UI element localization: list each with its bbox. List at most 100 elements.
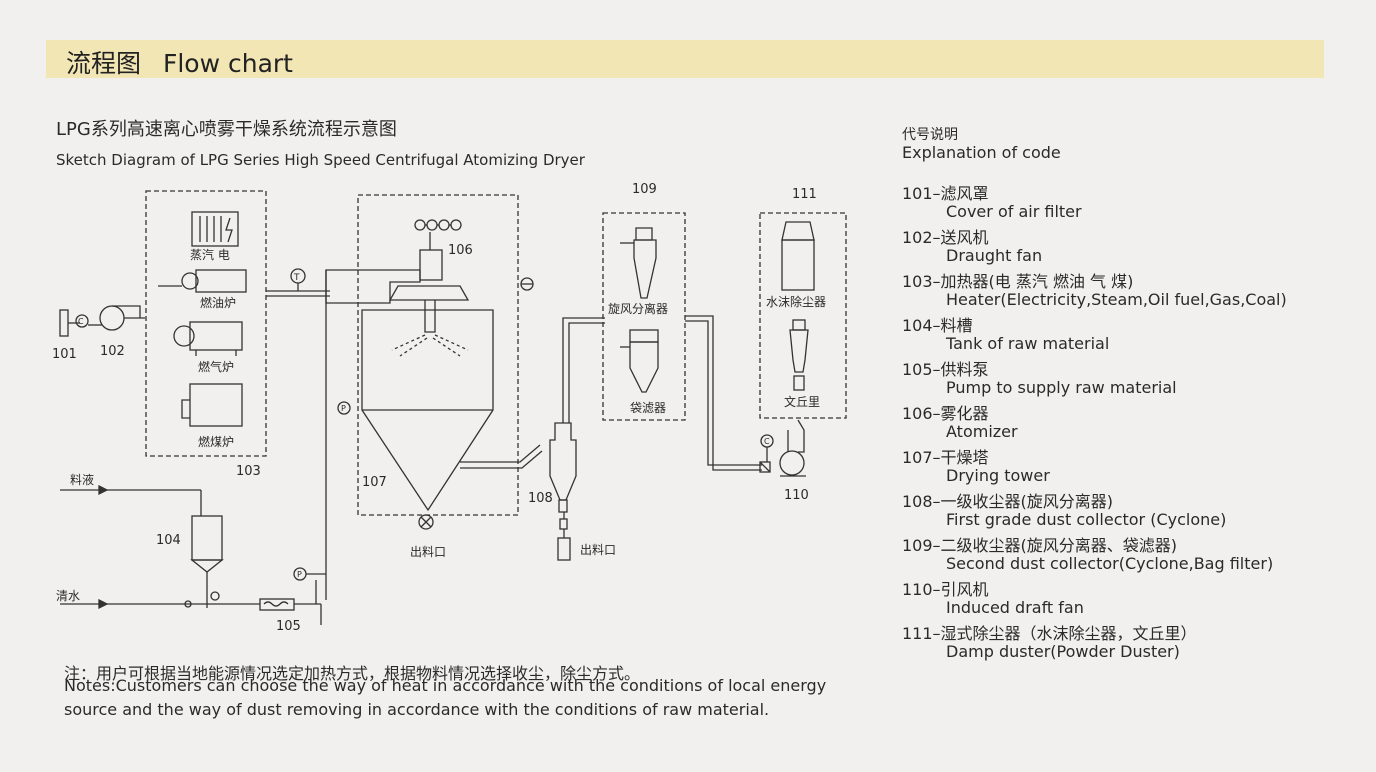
atomizer-box-106 xyxy=(357,194,519,516)
electric-heater-icon xyxy=(191,211,239,247)
cyclone-108 xyxy=(549,317,605,561)
legend-item-en: Drying tower xyxy=(946,466,1050,485)
code-102: 102 xyxy=(100,344,125,359)
code-106: 106 xyxy=(448,243,473,258)
legend-item-cn: 108–一级收尘器(旋风分离器) xyxy=(902,492,1114,511)
outlet-label-2: 出料口 xyxy=(580,543,616,557)
gas-furnace-icon xyxy=(173,321,243,356)
tower-to-cyclone-pipe xyxy=(460,444,541,463)
legend-item-en: Induced draft fan xyxy=(946,598,1084,617)
bag-filter-icon xyxy=(620,329,659,393)
water-film-label: 水沫除尘器 xyxy=(766,294,826,309)
induced-fan-110: C xyxy=(759,419,806,477)
diagram-title-cn: LPG系列高速离心喷雾干燥系统流程示意图 xyxy=(56,119,397,140)
legend-title-en: Explanation of code xyxy=(902,143,1061,162)
code-109: 109 xyxy=(632,182,657,197)
legend-item: 108–一级收尘器(旋风分离器)First grade dust collect… xyxy=(902,488,1342,532)
venturi-label: 文丘里 xyxy=(784,394,820,409)
wet-duster-box-111 xyxy=(759,212,847,419)
diagram-title-en: Sketch Diagram of LPG Series High Speed … xyxy=(56,151,585,169)
venturi-icon xyxy=(789,319,809,391)
legend-item-en: Cover of air filter xyxy=(946,202,1082,221)
spray-pattern xyxy=(391,334,469,357)
feed-liquid-label: 料液 xyxy=(70,472,94,487)
legend-item: 109–二级收尘器(旋风分离器、袋滤器)Second dust collecto… xyxy=(902,532,1342,576)
header-band xyxy=(46,40,1324,78)
legend-item-cn: 104–料槽 xyxy=(902,316,973,335)
outlet-label-1: 出料口 xyxy=(410,545,446,559)
legend-item-cn: 101–滤风罩 xyxy=(902,184,989,203)
code-105: 105 xyxy=(276,619,301,634)
legend-item-cn: 107–干燥塔 xyxy=(902,448,989,467)
steam-elec-label: 蒸汽 电 xyxy=(190,247,230,262)
legend-item-cn: 102–送风机 xyxy=(902,228,989,247)
oil-furnace-icon xyxy=(158,269,247,293)
legend-title-cn: 代号说明 xyxy=(902,127,958,143)
cyclone-separator-icon xyxy=(620,227,657,299)
code-108: 108 xyxy=(528,491,553,506)
hot-air-pipe: T xyxy=(266,268,421,600)
legend-item-cn: 105–供料泵 xyxy=(902,360,989,379)
legend-item-cn: 109–二级收尘器(旋风分离器、袋滤器) xyxy=(902,536,1178,555)
svg-text:T: T xyxy=(293,273,300,283)
svg-text:P: P xyxy=(341,404,346,413)
oil-furnace-label: 燃油炉 xyxy=(200,295,236,310)
gas-furnace-label: 燃气炉 xyxy=(198,359,234,374)
duct-to-fan xyxy=(685,315,762,471)
legend-item-en: Heater(Electricity,Steam,Oil fuel,Gas,Co… xyxy=(946,290,1287,309)
page-title: 流程图 Flow chart xyxy=(66,44,293,80)
legend-item-en: Tank of raw material xyxy=(946,334,1110,353)
legend-item-en: Draught fan xyxy=(946,246,1043,265)
clear-water-label: 清水 xyxy=(56,589,80,603)
svg-text:P: P xyxy=(297,570,302,579)
legend-item-cn: 103–加热器(电 蒸汽 燃油 气 煤) xyxy=(902,272,1134,291)
svg-text:C: C xyxy=(764,437,770,446)
legend-item-cn: 106–雾化器 xyxy=(902,404,989,423)
legend-item-en: Pump to supply raw material xyxy=(946,378,1177,397)
second-collector-box-109 xyxy=(602,212,686,421)
legend-item-cn: 111–湿式除尘器（水沫除尘器，文丘里） xyxy=(902,624,1197,643)
page-title-cn: 流程图 xyxy=(66,49,142,78)
cyclone-sep-label: 旋风分离器 xyxy=(608,301,668,316)
code-110: 110 xyxy=(784,488,809,503)
legend-item-en: First grade dust collector (Cyclone) xyxy=(946,510,1227,529)
legend-item-en: Damp duster(Powder Duster) xyxy=(946,642,1180,661)
bag-filter-label: 袋滤器 xyxy=(630,401,666,415)
note-en-line1: Notes:Customers can choose the way of he… xyxy=(64,676,827,695)
legend-item-en: Second dust collector(Cyclone,Bag filter… xyxy=(946,554,1274,573)
svg-text:C: C xyxy=(78,317,84,326)
code-107: 107 xyxy=(362,475,387,490)
legend-item-cn: 110–引风机 xyxy=(902,580,989,599)
water-film-duster-icon xyxy=(781,221,815,291)
drying-tower-107: P xyxy=(337,277,534,530)
atomizer-106 xyxy=(388,219,470,333)
code-104: 104 xyxy=(156,533,181,548)
heater-box-103 xyxy=(145,190,267,457)
code-111: 111 xyxy=(792,187,817,202)
legend-item-en: Atomizer xyxy=(946,422,1018,441)
coal-furnace-label: 燃煤炉 xyxy=(198,434,234,449)
material-tank-104 xyxy=(190,515,224,608)
air-filter-101: C xyxy=(59,309,89,337)
legend-item: 111–湿式除尘器（水沫除尘器，文丘里）Damp duster(Powder D… xyxy=(902,620,1342,664)
note-en-line2: source and the way of dust removing in a… xyxy=(64,700,770,719)
note-cn: 注：用户可根据当地能源情况选定加热方式，根据物料情况选择收尘，除尘方式。 xyxy=(64,664,641,683)
feed-liquid-line xyxy=(60,484,202,516)
legend-item: 103–加热器(电 蒸汽 燃油 气 煤)Heater(Electricity,S… xyxy=(902,268,1342,312)
code-101: 101 xyxy=(52,347,77,362)
supply-pump-105: P xyxy=(259,567,326,625)
clear-water-line xyxy=(60,598,260,610)
coal-furnace-icon xyxy=(181,383,243,427)
page-title-en: Flow chart xyxy=(162,49,293,78)
flow-diagram: C 101 102 蒸汽 电 燃油炉 燃气炉 燃煤炉 103 xyxy=(52,182,847,634)
draught-fan-102 xyxy=(88,305,145,331)
code-103: 103 xyxy=(236,464,261,479)
